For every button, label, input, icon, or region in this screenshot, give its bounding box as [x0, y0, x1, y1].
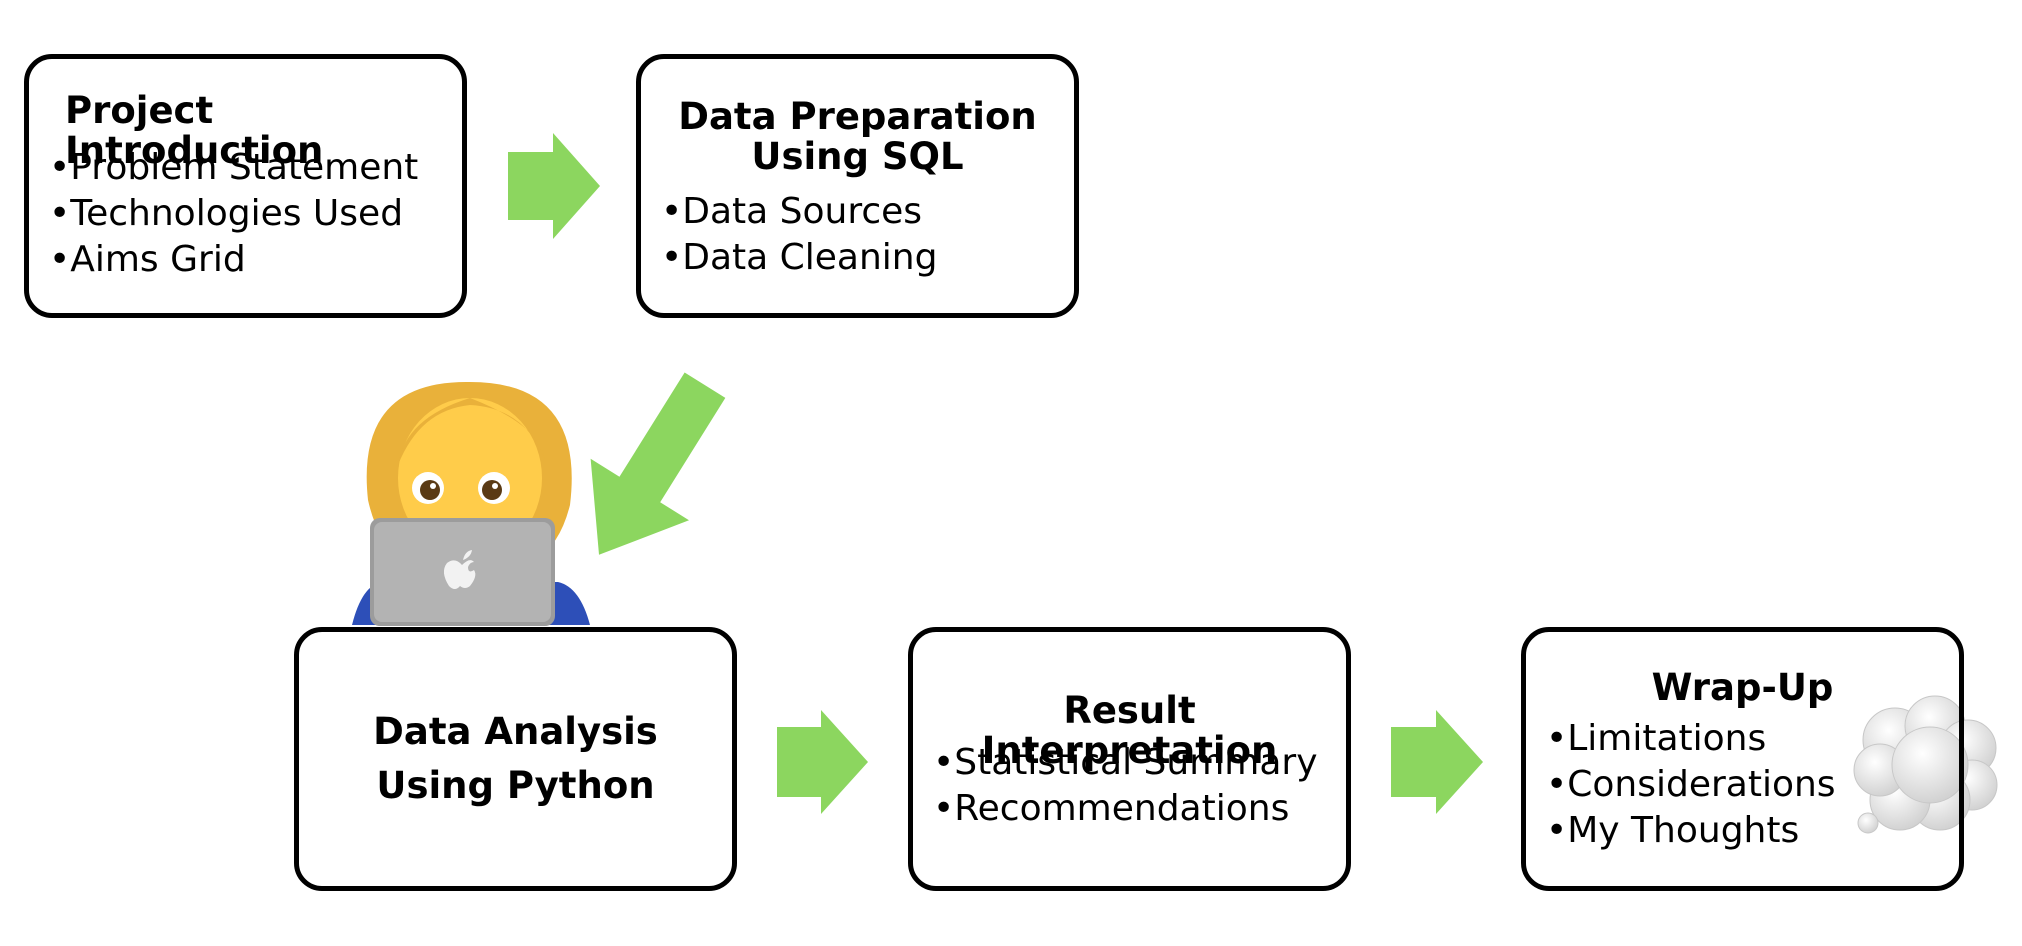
data-analysis-title-line1: Data Analysis: [373, 710, 658, 753]
list-item-label: Considerations: [1567, 764, 1836, 805]
arrow-right-3: [1391, 710, 1483, 814]
list-item: Technologies Used: [49, 191, 418, 237]
list-item: Data Cleaning: [661, 235, 937, 281]
data-preparation-title-line2: Using SQL: [751, 135, 964, 178]
arrow-right-2: [777, 710, 868, 814]
wrap-up-list: Limitations Considerations My Thoughts: [1546, 716, 1836, 854]
data-preparation-list: Data Sources Data Cleaning: [661, 189, 937, 281]
list-item-label: Data Cleaning: [682, 237, 938, 278]
data-analysis-title: Data Analysis Using Python: [299, 705, 732, 813]
list-item-label: Data Sources: [682, 191, 923, 232]
data-preparation-box: Data Preparation Using SQL Data Sources …: [636, 54, 1079, 318]
list-item: Considerations: [1546, 762, 1836, 808]
list-item-label: Recommendations: [954, 788, 1290, 829]
list-item-label: My Thoughts: [1567, 810, 1800, 851]
wrap-up-box: Wrap-Up Limitations Considerations My Th…: [1521, 627, 1964, 891]
list-item: Problem Statement: [49, 145, 418, 191]
data-analysis-title-line2: Using Python: [376, 764, 655, 807]
list-item-label: Technologies Used: [70, 193, 404, 234]
arrow-right-1: [508, 133, 600, 239]
arrow-down-left: [590, 372, 726, 555]
list-item: My Thoughts: [1546, 808, 1836, 854]
project-introduction-box: Project Introduction Problem Statement T…: [24, 54, 467, 318]
data-preparation-title: Data Preparation Using SQL: [641, 97, 1074, 177]
list-item: Recommendations: [933, 786, 1318, 832]
list-item: Statistical Summary: [933, 740, 1318, 786]
result-interpretation-box: Result Interpretation Statistical Summar…: [908, 627, 1351, 891]
wrap-up-title: Wrap-Up: [1651, 666, 1834, 709]
list-item-label: Problem Statement: [70, 147, 419, 188]
data-analysis-box: Data Analysis Using Python: [294, 627, 737, 891]
list-item-label: Limitations: [1567, 718, 1767, 759]
list-item: Data Sources: [661, 189, 937, 235]
list-item: Limitations: [1546, 716, 1836, 762]
data-preparation-title-line1: Data Preparation: [678, 95, 1037, 138]
list-item-label: Statistical Summary: [954, 742, 1318, 783]
list-item: Aims Grid: [49, 237, 418, 283]
list-item-label: Aims Grid: [70, 239, 246, 280]
result-interpretation-list: Statistical Summary Recommendations: [933, 740, 1318, 832]
project-introduction-list: Problem Statement Technologies Used Aims…: [49, 145, 418, 283]
